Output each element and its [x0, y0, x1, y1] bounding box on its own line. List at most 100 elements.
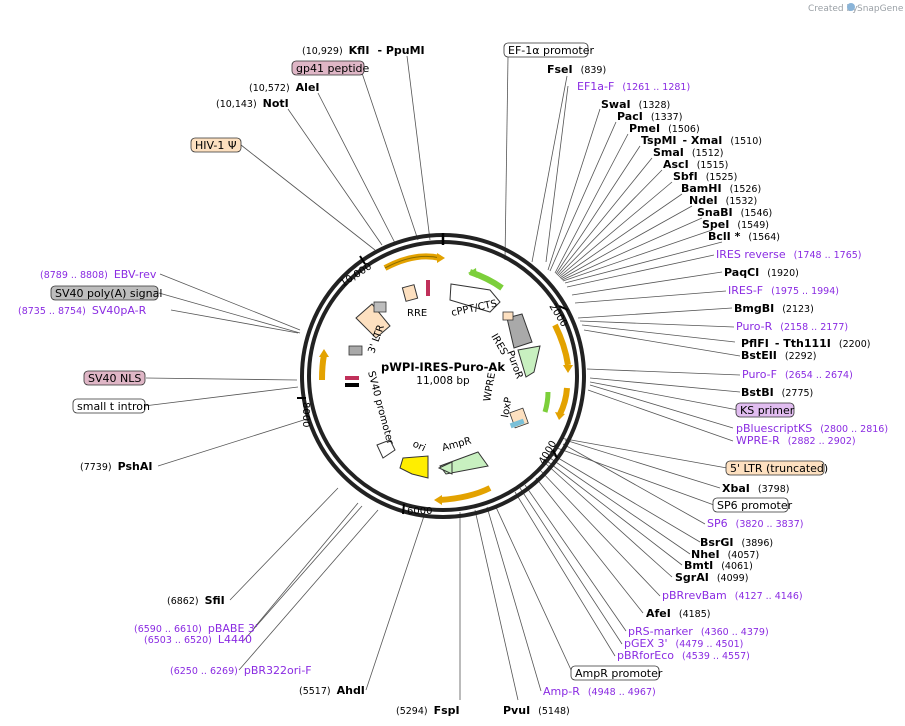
enzyme-bcli: BclI *(1564): [708, 230, 780, 243]
feature-sp6-promoter: SP6 promoter: [712, 497, 793, 513]
svg-text:SP6 promoter: SP6 promoter: [717, 499, 793, 512]
sv40-ring-arrowhead: [319, 349, 329, 357]
ef1a-arrowhead: [468, 268, 477, 278]
hiv-box: [373, 301, 387, 313]
feature-ef1a-promoter: EF-1α promoter: [503, 42, 595, 58]
primer-l4440: (6503 .. 6520)L4440: [144, 633, 252, 646]
enzyme-noti: (10,143)NotI: [216, 97, 289, 110]
primer-prs-marker: pRS-marker(4360 .. 4379): [628, 625, 769, 638]
primer-amp-r: Amp-R(4948 .. 4967): [543, 685, 656, 698]
primer-labels: EF1a-F(1261 .. 1281) IRES reverse(1748 .…: [18, 80, 888, 698]
cppt-arrow: [449, 283, 501, 313]
loxp-stripe: [509, 418, 525, 429]
small-green-arrow: [542, 391, 551, 413]
enzyme-paqci: PaqCI(1920): [724, 266, 799, 279]
sv40-promoter-arrow: [376, 439, 396, 459]
label-wpre: WPRE: [482, 372, 498, 403]
feature-hiv1-psi: HIV-1 Ψ: [190, 137, 242, 153]
ring-features: [319, 253, 573, 505]
tick-4000: [552, 449, 558, 459]
primer-ef1a-f: EF1a-F(1261 .. 1281): [577, 80, 690, 93]
enzyme-pvui: PvuI(5148): [503, 704, 570, 717]
primer-pbrforeco: pBRforEco(4539 .. 4557): [617, 649, 750, 662]
label-ampr: AmpR: [441, 436, 473, 454]
tick-label-6000: 6000: [407, 506, 432, 517]
feature-5ltr-truncated: 5' LTR (truncated): [725, 460, 828, 476]
ampr-ring-arrowhead: [434, 495, 442, 505]
enzyme-tspmi: TspMI- XmaI(1510): [641, 134, 762, 147]
sv40-nls-mark: [345, 376, 359, 380]
primer-ires-reverse: IRES reverse(1748 .. 1765): [716, 248, 862, 261]
svg-text:5' LTR (truncated): 5' LTR (truncated): [730, 462, 828, 475]
label-ori: ori: [411, 439, 427, 454]
inner-features: [348, 280, 541, 479]
primer-pbrrevbam: pBRrevBam(4127 .. 4146): [662, 589, 803, 602]
plasmid-backbone: [300, 233, 586, 519]
feature-boxes: EF-1α promoter gp41 peptide HIV-1 Ψ SV40…: [50, 42, 828, 681]
ampr-ring-arrow: [439, 485, 492, 503]
enzyme-bmgbi: BmgBI(2123): [734, 302, 814, 315]
enzyme-bmti: BmtI(4061): [684, 559, 753, 572]
label-loxp: loxP: [500, 396, 514, 418]
enzyme-pmei: PmeI(1506): [629, 122, 700, 135]
primer-sv40pa-r: (8735 .. 8754)SV40pA-R: [18, 304, 147, 317]
sv40pa-box: [348, 345, 363, 356]
enzyme-sfii: (6862)SfiI: [167, 594, 225, 607]
puro-arrowhead: [563, 365, 573, 373]
enzyme-bsteii: BstEII(2292): [741, 349, 816, 362]
enzyme-fsei: FseI(839): [547, 63, 606, 76]
gp41-arrow-outline: [384, 255, 441, 269]
gp41-arrowhead: [437, 253, 445, 263]
primer-ebv-rev: (8789 .. 8808)EBV-rev: [40, 268, 157, 281]
svg-text:gp41 peptide: gp41 peptide: [296, 62, 370, 75]
enzyme-nhei: NheI(4057): [691, 548, 759, 561]
tick-2000: [558, 305, 569, 311]
primer-pbluescriptks: pBluescriptKS(2800 .. 2816): [736, 422, 888, 435]
tick-10000: [359, 255, 366, 265]
enzyme-snabi: SnaBI(1546): [697, 206, 772, 219]
small-t-intron-mark: [345, 383, 359, 387]
wpre-arrowhead: [555, 412, 565, 420]
enzyme-alei: (10,572)AleI: [249, 81, 320, 94]
label-rre: RRE: [407, 308, 427, 319]
primer-sp6: SP6(3820 .. 3837): [707, 517, 803, 530]
label-ires: IRES: [488, 332, 509, 357]
leader-lines: [143, 55, 741, 701]
ampr-arrowhead: [437, 461, 453, 475]
svg-text:SV40 NLS: SV40 NLS: [88, 372, 141, 385]
enzyme-asci: AscI(1515): [663, 158, 728, 171]
primer-pbabe3: (6590 .. 6610)pBABE 3': [134, 622, 258, 635]
sv40-ring-arrow: [319, 354, 327, 381]
enzyme-afei: AfeI(4185): [646, 607, 710, 620]
enzyme-bamhi: BamHI(1526): [681, 182, 761, 195]
rre-box: [401, 284, 419, 302]
enzyme-smai: SmaI(1512): [653, 146, 724, 159]
snapgene-logo-icon: [847, 3, 855, 11]
enzyme-swai: SwaI(1328): [601, 98, 670, 111]
ltr3-box: [355, 303, 391, 339]
primer-ires-f: IRES-F(1975 .. 1994): [728, 284, 839, 297]
wpre-arrow: [557, 387, 570, 416]
primer-pgex3: pGEX 3'(4479 .. 4501): [624, 637, 743, 650]
svg-text:SV40 poly(A) signal: SV40 poly(A) signal: [55, 287, 162, 300]
svg-text:small t intron: small t intron: [77, 400, 150, 413]
plasmid-size: 11,008 bp: [416, 375, 470, 387]
enzyme-bsrgi: BsrGI(3896): [700, 536, 773, 549]
plasmid-title: pWPI-IRES-Puro-Ak 11,008 bp: [381, 360, 505, 387]
svg-text:EF-1α promoter: EF-1α promoter: [508, 44, 595, 57]
puro-arrow: [552, 323, 571, 366]
enzyme-ndei: NdeI(1532): [689, 194, 757, 207]
enzyme-sgrai: SgrAI(4099): [675, 571, 748, 584]
label-sv40-promoter: SV40 promoter: [365, 370, 395, 447]
enzyme-ahdi: (5517)AhdI: [299, 684, 365, 697]
enzyme-paci: PacI(1337): [617, 110, 682, 123]
enzyme-bstbi: BstBI(2775): [741, 386, 813, 399]
credit-brand: SnapGene: [857, 4, 904, 14]
enzyme-xbai: XbaI(3798): [722, 482, 789, 495]
primer-puro-r: Puro-R(2158 .. 2177): [736, 320, 848, 333]
feature-ks-primer: KS primer: [735, 402, 795, 418]
ires-small-box: [502, 311, 514, 321]
feature-small-t-intron: small t intron: [72, 398, 150, 414]
rre-mark: [426, 280, 430, 296]
